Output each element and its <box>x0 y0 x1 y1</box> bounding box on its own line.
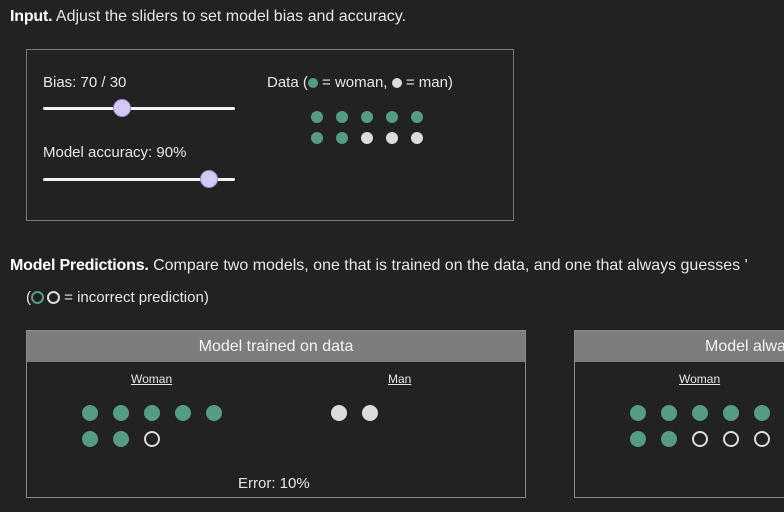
woman-dot <box>630 405 646 421</box>
wrong-man-dot <box>723 431 739 447</box>
trained-error: Error: 10% <box>238 475 310 492</box>
input-controls-panel <box>26 49 514 221</box>
woman-dot <box>692 405 708 421</box>
woman-dot <box>113 431 129 447</box>
man-dot-icon <box>391 78 402 88</box>
incorrect-legend-open: ( <box>26 289 31 306</box>
woman-dot <box>336 111 348 123</box>
data-legend-woman: = woman, <box>317 74 392 91</box>
trained-woman-label: Woman <box>131 372 173 386</box>
always-model-panel-title: Model alwa <box>575 331 784 362</box>
trained-model-panel-title: Model trained on data <box>27 331 525 362</box>
accuracy-slider[interactable] <box>43 170 235 190</box>
wrong-man-dot <box>144 431 160 447</box>
wrong-man-dot <box>692 431 708 447</box>
always-woman-label: Woman <box>679 372 721 386</box>
woman-dot <box>175 405 191 421</box>
woman-dot <box>386 111 398 123</box>
incorrect-man-ring-icon <box>47 291 60 304</box>
man-dot <box>386 132 398 144</box>
woman-dot <box>206 405 222 421</box>
woman-dot <box>361 111 373 123</box>
woman-dot <box>336 132 348 144</box>
woman-dot <box>661 431 677 447</box>
man-dot <box>331 405 347 421</box>
wrong-man-dot <box>754 431 770 447</box>
accuracy-label: Model accuracy: 90% <box>43 144 187 161</box>
woman-dot <box>113 405 129 421</box>
man-dot <box>361 132 373 144</box>
man-dot <box>362 405 378 421</box>
woman-dot-icon <box>307 78 318 88</box>
bias-slider-thumb[interactable] <box>113 99 131 117</box>
woman-dot <box>630 431 646 447</box>
predictions-section-title: Model Predictions. <box>10 257 149 274</box>
bias-slider[interactable] <box>43 99 235 119</box>
woman-dot <box>144 405 160 421</box>
input-section-heading: Input. Adjust the sliders to set model b… <box>10 8 406 26</box>
accuracy-slider-thumb[interactable] <box>200 170 218 188</box>
predictions-section-description: Compare two models, one that is trained … <box>148 257 748 274</box>
woman-dot <box>82 431 98 447</box>
woman-dot <box>82 405 98 421</box>
data-legend-man: = man) <box>401 74 453 91</box>
woman-dot <box>754 405 770 421</box>
incorrect-legend: ( = incorrect prediction) <box>26 289 209 306</box>
trained-man-label: Man <box>388 372 412 386</box>
man-dot <box>411 132 423 144</box>
bias-slider-track[interactable] <box>43 107 235 110</box>
woman-dot <box>723 405 739 421</box>
woman-dot <box>411 111 423 123</box>
trained-model-panel: Model trained on data Woman Man Error: 1… <box>26 330 526 498</box>
woman-dot <box>311 111 323 123</box>
data-legend-prefix: Data ( <box>267 74 308 91</box>
data-legend: Data ( = woman, = man) <box>267 74 453 91</box>
incorrect-woman-ring-icon <box>31 291 44 304</box>
woman-dot <box>311 132 323 144</box>
predictions-section-heading: Model Predictions. Compare two models, o… <box>10 257 748 275</box>
accuracy-slider-track[interactable] <box>43 178 235 181</box>
incorrect-legend-text: = incorrect prediction) <box>60 289 209 306</box>
input-section-title: Input. <box>10 8 53 25</box>
input-section-description: Adjust the sliders to set model bias and… <box>52 8 407 25</box>
woman-dot <box>661 405 677 421</box>
bias-label: Bias: 70 / 30 <box>43 74 127 91</box>
always-model-panel: Model alwa Woman <box>574 330 784 498</box>
